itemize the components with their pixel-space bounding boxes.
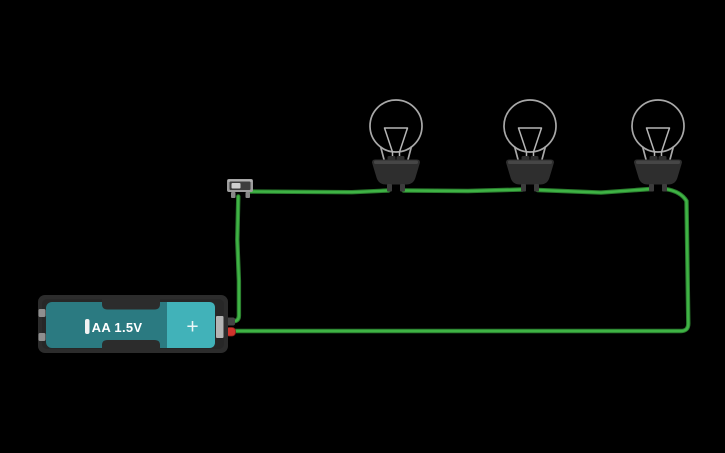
wire-bulb-3-to-battery-positive[interactable]	[230, 186, 691, 334]
slide-switch[interactable]	[224, 174, 264, 202]
bulb-left-pin	[521, 184, 526, 192]
battery-label: AA 1.5V	[92, 320, 143, 335]
battery-holder-clip-bottom	[102, 340, 160, 353]
battery-holder-clip-top	[102, 295, 160, 310]
lightbulb-3[interactable]	[618, 96, 698, 198]
battery-left-contact	[38, 333, 46, 341]
battery-aa[interactable]: AA 1.5V +	[34, 292, 244, 362]
switch-left-pin	[231, 192, 236, 198]
bulb-neck	[379, 146, 413, 161]
bulb-filament	[517, 127, 543, 161]
bulb-base-highlight	[636, 160, 680, 164]
lightbulb-1[interactable]	[356, 96, 436, 198]
switch-right-pin	[245, 192, 250, 198]
battery-positive-cap	[167, 302, 215, 348]
bulb-glass	[631, 99, 685, 153]
bulb-neck	[513, 146, 547, 161]
battery-left-contact	[38, 309, 46, 317]
bulb-left-pin	[649, 184, 654, 192]
bulb-base-highlight	[508, 160, 552, 164]
wire-bulb-2-to-bulb-3[interactable]	[535, 186, 653, 195]
battery-right-contact-plate	[216, 316, 224, 338]
bulb-base-highlight	[374, 160, 418, 164]
battery-negative-marker	[85, 319, 90, 334]
bulb-right-pin	[662, 184, 667, 192]
switch-top-highlight	[228, 179, 252, 182]
bulb-base	[372, 159, 420, 185]
bulb-right-pin	[534, 184, 539, 192]
bulb-right-pin	[400, 184, 405, 192]
wire-bulb-1-to-bulb-2[interactable]	[401, 187, 525, 194]
bulb-filament	[645, 127, 671, 161]
wire-switch-to-bulb-1[interactable]	[248, 188, 391, 195]
bulb-base	[634, 159, 682, 185]
switch-slider[interactable]	[231, 183, 241, 189]
bulb-left-pin	[387, 184, 392, 192]
bulb-glass	[369, 99, 423, 153]
bulb-filament	[383, 127, 409, 161]
lightbulb-2[interactable]	[490, 96, 570, 198]
battery-plus-label: +	[186, 316, 198, 339]
bulb-base	[506, 159, 554, 185]
bulb-neck	[641, 146, 675, 161]
bulb-glass	[503, 99, 557, 153]
